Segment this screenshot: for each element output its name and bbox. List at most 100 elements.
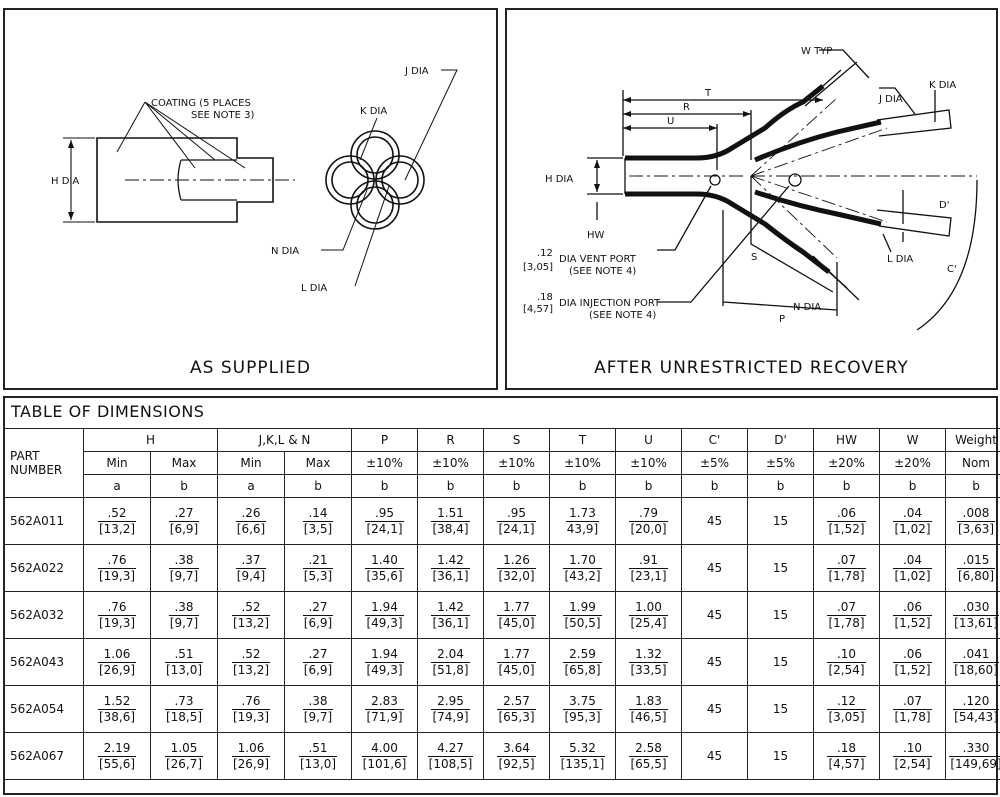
injection-port-label: DIA INJECTION PORT (559, 298, 661, 309)
table-cell: .008[3,63] (945, 497, 1000, 545)
mm-value: [9,7] (169, 568, 199, 583)
inch-value: .06 (827, 506, 866, 522)
inch-value: 2.19 (97, 741, 137, 757)
mm-value: [19,3] (98, 615, 136, 630)
inch-value: .06 (893, 647, 932, 663)
col-unit-12: b (879, 474, 946, 498)
inch-value: 1.05 (164, 741, 204, 757)
col-unit-1: b (150, 474, 218, 498)
mm-value: [13,0] (165, 662, 203, 677)
col-subheader-9: ±5% (681, 451, 748, 475)
table-cell: .04[1,02] (879, 497, 946, 545)
table-cell: .38[9,7] (150, 544, 218, 592)
table-cell: .51[13,0] (150, 638, 218, 686)
l-dia-label: L DIA (301, 283, 327, 294)
mm-value: [50,5] (564, 615, 601, 630)
c-prime-label: C' (947, 264, 957, 275)
mm-value: [26,9] (232, 756, 270, 771)
mm-value: [45,0] (498, 615, 535, 630)
mm-value: [65,8] (564, 662, 601, 677)
inch-value: 1.99 (563, 600, 602, 616)
col-subheader-12: ±20% (879, 451, 946, 475)
j-dia-label: J DIA (404, 66, 429, 77)
table-cell: .27[6,9] (284, 638, 352, 686)
col-subheader-10: ±5% (747, 451, 814, 475)
table-cell: 1.42[36,1] (417, 544, 484, 592)
inch-value: .015 (956, 553, 996, 569)
table-cell: .07[1,78] (879, 685, 946, 733)
mm-value: [6,6] (236, 521, 266, 536)
inch-value: 5.32 (559, 741, 606, 757)
right-n-dia-label: N DIA (793, 302, 821, 313)
table-cell: 1.06[26,9] (83, 638, 151, 686)
table-cell: 5.32[135,1] (549, 732, 616, 780)
inch-value: 1.94 (365, 600, 404, 616)
mm-value: [46,5] (630, 709, 667, 724)
inch-value: .52 (97, 506, 137, 522)
mm-value: [13,0] (299, 756, 337, 771)
coating-label: COATING (5 PLACES (151, 98, 251, 109)
mm-value: [1,78] (828, 615, 865, 630)
inch-value: 1.26 (497, 553, 536, 569)
table-cell: .91[23,1] (615, 544, 682, 592)
col-unit-6: b (483, 474, 550, 498)
table-cell: .76[19,3] (217, 685, 285, 733)
table-cell: 15 (747, 685, 814, 733)
inch-value: 1.51 (431, 506, 470, 522)
inch-value: 1.42 (431, 600, 470, 616)
table-cell: .041[18,60] (945, 638, 1000, 686)
inch-value: .27 (168, 506, 200, 522)
mm-value: [65,3] (498, 709, 535, 724)
mm-value: [1,02] (894, 568, 931, 583)
mm-value: [65,5] (630, 756, 667, 771)
col-subheader-2: Min (217, 451, 285, 475)
table-cell: 1.52[38,6] (83, 685, 151, 733)
s-label: S (751, 252, 757, 263)
inch-value: .10 (893, 741, 932, 757)
table-cell: 15 (747, 732, 814, 780)
inch-value: 1.32 (629, 647, 668, 663)
table-cell: 15 (747, 544, 814, 592)
table-cell: .52[13,2] (83, 497, 151, 545)
inch-value: 2.59 (563, 647, 602, 663)
mm-value: [20,0] (630, 521, 667, 536)
inch-value: 1.52 (97, 694, 137, 710)
vent-port-num: .12 (537, 248, 553, 259)
table-cell: 4.27[108,5] (417, 732, 484, 780)
mm-value: [92,5] (498, 756, 535, 771)
mm-value: [1,52] (894, 662, 931, 677)
table-cell: .07[1,78] (813, 591, 880, 639)
table-cell: 1.77[45,0] (483, 638, 550, 686)
inch-value: .330 (949, 741, 1000, 757)
col-subheader-4: ±10% (351, 451, 418, 475)
table-row: 562A032.76[19,3].38[9,7].52[13,2].27[6,9… (3, 591, 1000, 639)
inch-value: .76 (231, 694, 271, 710)
col-subheader-8: ±10% (615, 451, 682, 475)
inch-value: .10 (827, 647, 866, 663)
table-cell: .52[13,2] (217, 591, 285, 639)
tube-body-outline (96, 137, 274, 223)
col-subheader-11: ±20% (813, 451, 880, 475)
inch-value: 2.58 (629, 741, 668, 757)
mm-value: [71,9] (366, 709, 403, 724)
mm-value: [38,4] (432, 521, 469, 536)
mm-value: [2,54] (828, 662, 865, 677)
table-cell: .12[3,05] (813, 685, 880, 733)
h-group-header: H (83, 428, 218, 452)
table-cell: 1.42[36,1] (417, 591, 484, 639)
table-cell: 2.19[55,6] (83, 732, 151, 780)
mm-value: [74,9] (432, 709, 469, 724)
table-cell: .030[13,61] (945, 591, 1000, 639)
mm-value: [6,9] (303, 662, 333, 677)
mm-value: [51,8] (432, 662, 469, 677)
mm-value: [1,52] (828, 521, 865, 536)
table-cell: .330[149,69] (945, 732, 1000, 780)
table-cell: 1.51[38,4] (417, 497, 484, 545)
col-unit-7: b (549, 474, 616, 498)
col-subheader-6: ±10% (483, 451, 550, 475)
t-label: T (704, 88, 712, 99)
inch-value: .14 (302, 506, 334, 522)
mm-value: [35,6] (366, 568, 403, 583)
